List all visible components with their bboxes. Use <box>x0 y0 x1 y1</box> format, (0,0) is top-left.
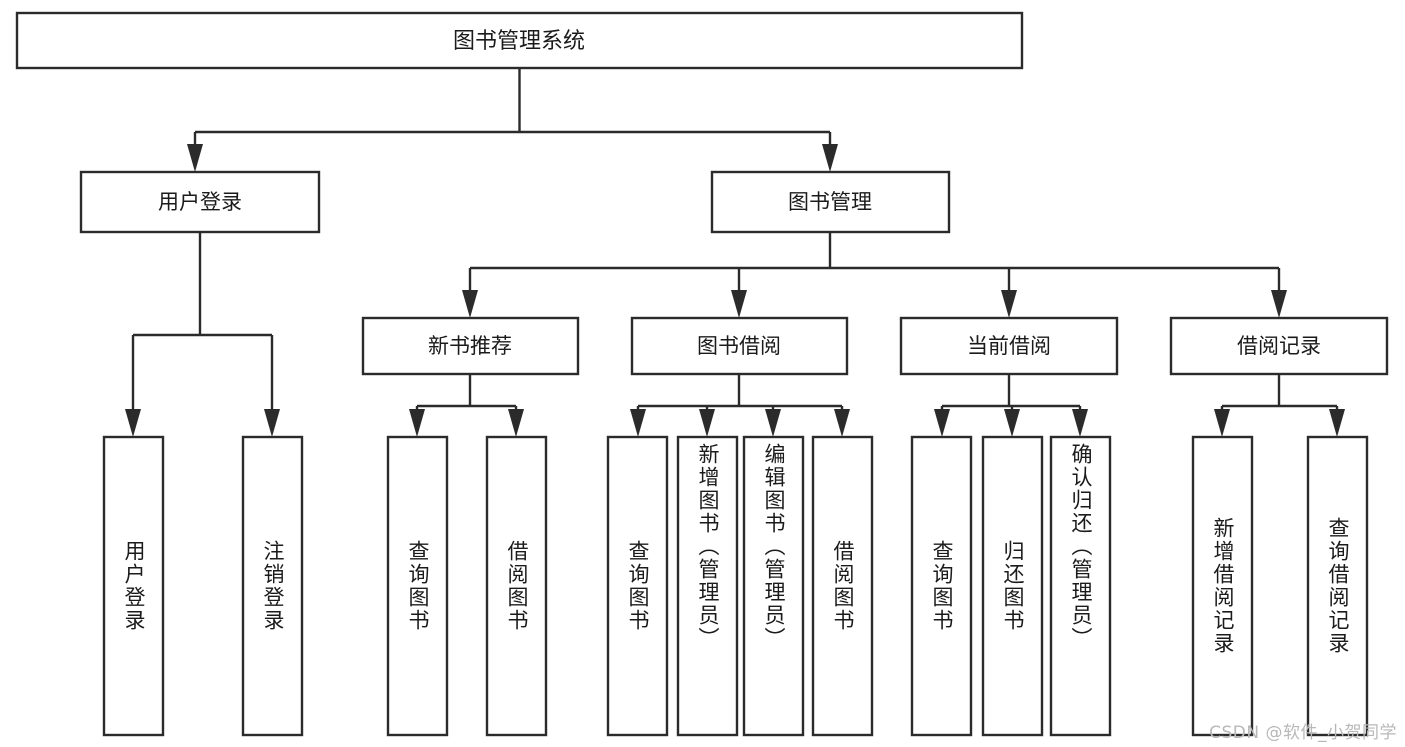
arrow-to-leaf-borrow-book-nbr <box>508 409 524 437</box>
node-borrow-record-label: 借阅记录 <box>1237 334 1321 358</box>
leaf-box-bb-borrow-book[interactable] <box>811 435 874 737</box>
arrow-to-leaf-add-record-br <box>1214 409 1230 437</box>
node-book-manage-label: 图书管理 <box>788 190 872 214</box>
csdn-watermark: CSDN @软件_小贺同学 <box>1209 723 1397 743</box>
connector-layer <box>125 68 1345 437</box>
leaf-box-cb-query-book[interactable] <box>910 435 973 737</box>
node-root-system[interactable]: 图书管理系统 <box>15 11 1024 70</box>
node-user-login-box[interactable] <box>79 170 321 234</box>
node-current-borrow-box[interactable] <box>899 316 1119 376</box>
arrow-to-new-book-recommend <box>462 290 478 318</box>
arrow-to-borrow-record <box>1271 290 1287 318</box>
node-borrow-record-box[interactable] <box>1169 316 1389 376</box>
leaf-box-cb-return-book[interactable] <box>981 435 1044 737</box>
node-book-manage[interactable]: 图书管理 <box>710 170 951 234</box>
arrow-to-current-borrow <box>1001 290 1017 318</box>
leaf-box-bb-edit-book[interactable] <box>742 435 805 737</box>
arrow-to-leaf-confirm-return-cb <box>1072 409 1088 437</box>
arrow-root-to-user-login <box>187 144 203 172</box>
node-borrow-record[interactable]: 借阅记录 <box>1169 316 1389 376</box>
arrow-to-leaf-query-book-nbr <box>409 409 425 437</box>
arrow-to-leaf-query-book-bb <box>630 409 646 437</box>
node-user-login[interactable]: 用户登录 <box>79 170 321 234</box>
leaf-box-bb-query-book[interactable] <box>606 435 669 737</box>
leaf-box-nbr-borrow-book[interactable] <box>485 435 548 737</box>
node-current-borrow[interactable]: 当前借阅 <box>899 316 1119 376</box>
leaf-box-user-login[interactable] <box>102 435 165 737</box>
arrow-to-leaf-logout <box>264 409 280 437</box>
node-book-borrow-label: 图书借阅 <box>697 334 781 358</box>
arrow-to-leaf-query-book-cb <box>934 409 950 437</box>
node-root-system-box[interactable] <box>15 11 1024 70</box>
node-book-borrow-box[interactable] <box>630 316 849 376</box>
arrow-to-leaf-borrow-book-bb <box>834 409 850 437</box>
node-book-manage-box[interactable] <box>710 170 951 234</box>
node-current-borrow-label: 当前借阅 <box>967 334 1051 358</box>
leaf-box-br-add-record[interactable] <box>1191 435 1254 737</box>
leaf-box-logout[interactable] <box>241 435 304 737</box>
arrow-to-leaf-edit-book-bb <box>765 409 781 437</box>
node-book-borrow[interactable]: 图书借阅 <box>630 316 849 376</box>
arrow-to-leaf-user-login <box>125 409 141 437</box>
node-new-book-recommend-label: 新书推荐 <box>428 334 512 358</box>
arrow-to-leaf-return-book-cb <box>1004 409 1020 437</box>
leaf-box-br-query-record[interactable] <box>1306 435 1369 737</box>
arrow-to-leaf-add-book-bb <box>699 409 715 437</box>
node-user-login-label: 用户登录 <box>158 190 242 214</box>
arrow-root-to-book-manage <box>822 144 838 172</box>
node-new-book-recommend[interactable]: 新书推荐 <box>361 316 580 376</box>
arrow-to-leaf-query-record-br <box>1329 409 1345 437</box>
leaf-box-bb-add-book[interactable] <box>676 435 739 737</box>
leaf-box-nbr-query-book[interactable] <box>386 435 449 737</box>
leaf-box-cb-confirm-return[interactable] <box>1049 435 1112 737</box>
node-root-system-label: 图书管理系统 <box>453 29 585 54</box>
node-new-book-recommend-box[interactable] <box>361 316 580 376</box>
arrow-to-book-borrow <box>731 290 747 318</box>
